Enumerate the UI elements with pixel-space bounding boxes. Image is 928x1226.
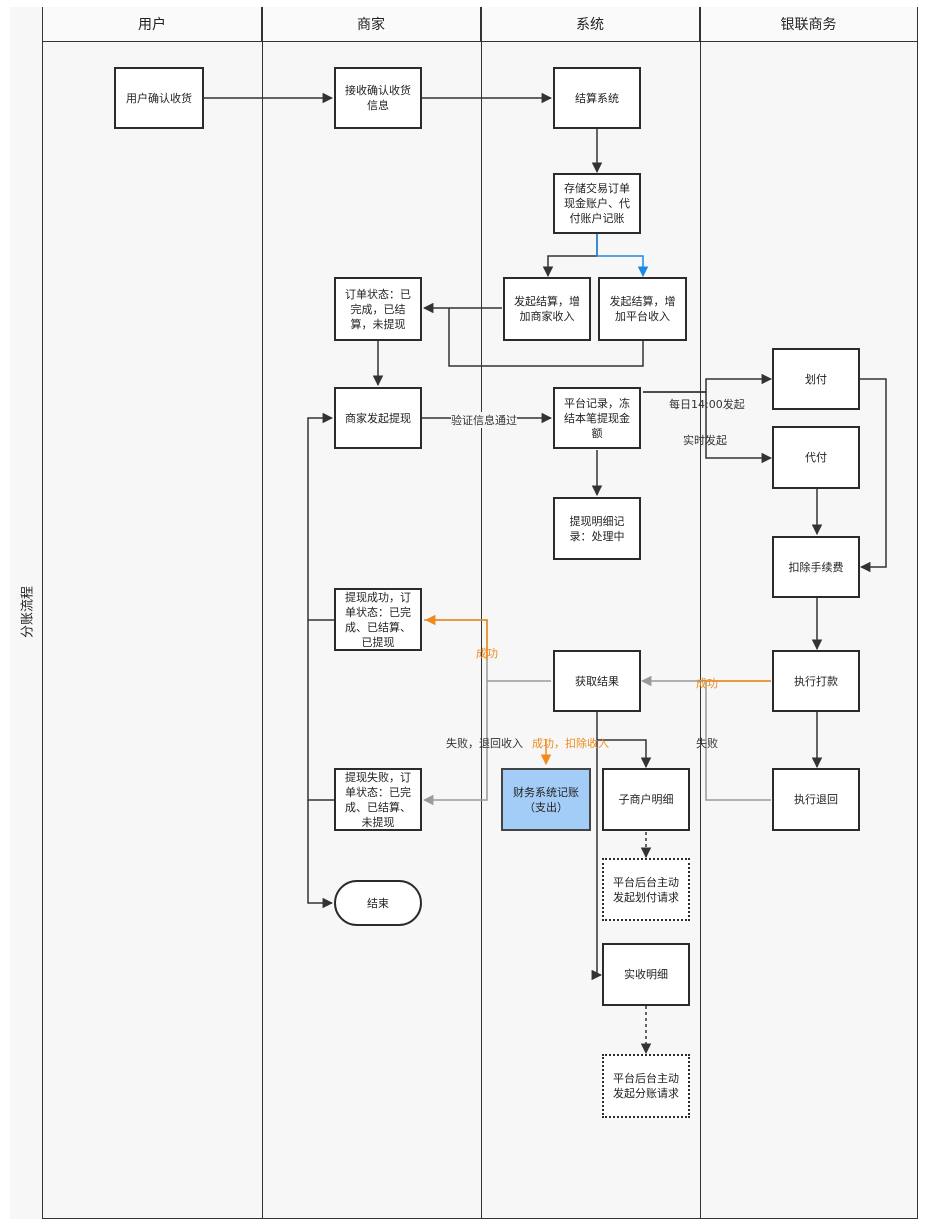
lane-divider (481, 7, 482, 1219)
node-withdraw-success: 提现成功，订 单状态：已完 成、已结算、 已提现 (334, 588, 422, 651)
edge-store-to-merchant-income (542, 234, 598, 278)
edge-label-verify-passed: 验证信息通过 (451, 412, 517, 428)
edge-label-realtime: 实时发起 (683, 434, 727, 447)
lane-divider (700, 7, 701, 1219)
edge-result-to-withdraw-fail (422, 681, 488, 806)
edge-success-highlight (424, 614, 488, 660)
edge-store-to-platform-income (596, 234, 649, 278)
edge-record-to-agentpay (643, 391, 773, 464)
node-merchant-withdraw: 商家发起提现 (334, 387, 422, 449)
edge-label-success-deduct: 成功，扣除收入 (532, 737, 609, 750)
edge-fail-loop (307, 620, 334, 801)
edge-withdraw-loop (307, 412, 334, 621)
node-settle-system: 结算系统 (553, 67, 641, 129)
node-finance-record: 财务系统记账 （支出） (501, 768, 591, 831)
node-sub-merchant-detail: 子商户明细 (602, 768, 690, 831)
edge-to-end (307, 800, 334, 909)
edge-refund-back (705, 681, 771, 801)
node-store-order: 存储交易订单 现金账户、代 付账户记账 (553, 173, 641, 234)
node-execute-payment: 执行打款 (772, 650, 860, 712)
lane-divider (262, 7, 263, 1219)
node-platform-transfer-request: 平台后台主动 发起划付请求 (602, 858, 690, 921)
lane-header-merchant: 商家 (262, 7, 481, 42)
node-withdraw-detail: 提现明细记 录：处理中 (553, 497, 641, 560)
edge-label-daily: 每日14:00发起 (669, 398, 745, 411)
edge-transfer-to-fee (859, 378, 887, 573)
edge-result-branch (596, 712, 652, 769)
node-get-result: 获取结果 (553, 650, 641, 712)
node-execute-refund: 执行退回 (772, 768, 860, 831)
node-end: 结束 (334, 880, 422, 926)
lane-header-unionpay: 银联商务 (700, 7, 918, 42)
node-merchant-receive: 接收确认收货 信息 (334, 67, 422, 129)
node-platform-split-request: 平台后台主动 发起分账请求 (602, 1054, 690, 1118)
node-withdraw-fail: 提现失败，订 单状态：已完 成、已结算、 未提现 (334, 768, 422, 831)
swimlane-pool (10, 7, 918, 1219)
edge-label-success-right: 成功 (696, 677, 718, 690)
node-actual-detail: 实收明细 (602, 943, 690, 1006)
node-settle-platform-income: 发起结算，增 加平台收入 (598, 277, 687, 341)
pool-label-column (10, 7, 43, 1219)
edge-platform-income-loop (448, 308, 644, 367)
node-deduct-fee: 扣除手续费 (772, 536, 860, 598)
edge-record-to-transfer (643, 373, 773, 393)
lane-header-system: 系统 (481, 7, 700, 42)
edge-label-fail-right: 失败 (696, 737, 718, 750)
node-transfer: 划付 (772, 348, 860, 410)
edge-label-success-left: 成功 (476, 647, 498, 660)
edge-result-to-actual (591, 740, 603, 981)
node-user-confirm: 用户确认收货 (114, 67, 204, 129)
node-agent-pay: 代付 (772, 426, 860, 489)
node-order-status-unwithdrawn: 订单状态：已 完成，已结 算，未提现 (334, 277, 422, 341)
lane-header-user: 用户 (43, 7, 262, 42)
node-platform-record: 平台记录，冻 结本笔提现金 额 (553, 387, 641, 449)
node-settle-merchant-income: 发起结算，增 加商家收入 (503, 277, 591, 341)
edge-label-fail-refund: 失败，退回收入 (446, 737, 523, 750)
